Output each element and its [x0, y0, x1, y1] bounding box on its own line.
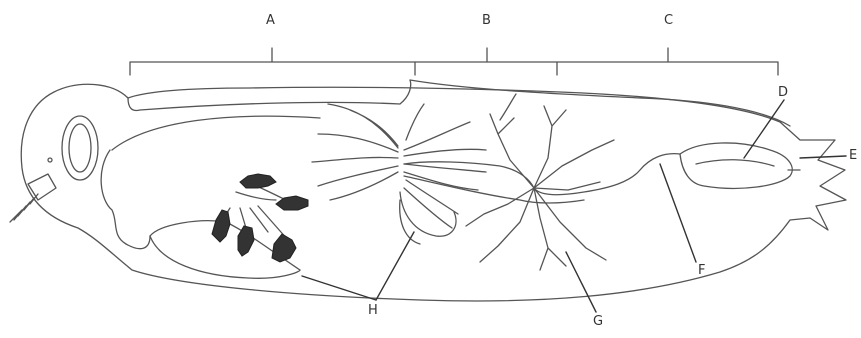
leader-e — [800, 156, 846, 158]
label-h: H — [368, 304, 378, 317]
label-e: E — [849, 149, 857, 162]
head-bristles — [10, 194, 38, 222]
label-f: F — [698, 264, 705, 277]
terminal-sac-inner — [696, 160, 774, 166]
bracket-b — [415, 48, 557, 75]
gonad-clusters — [212, 174, 308, 262]
right-branches — [404, 122, 486, 228]
left-branches — [312, 104, 424, 200]
eye-outer — [62, 116, 98, 180]
cluster-stalks — [220, 184, 298, 240]
dorsal-line — [128, 80, 790, 126]
cluster-1 — [240, 174, 276, 188]
label-c: C — [664, 14, 673, 27]
leader-g — [566, 252, 596, 312]
label-d: D — [778, 86, 788, 99]
middle-organ — [404, 154, 680, 203]
label-g: G — [593, 315, 603, 328]
body-outline — [21, 84, 846, 301]
nerve-fibers — [466, 106, 614, 270]
cluster-3 — [212, 210, 230, 242]
cluster-5 — [272, 234, 296, 262]
lower-hooks — [400, 192, 456, 244]
bracket-a — [130, 48, 415, 75]
terminal-sac — [680, 143, 792, 188]
leader-h1 — [376, 232, 414, 300]
leader-f — [660, 164, 696, 262]
bracket-c — [557, 48, 778, 75]
upper-branch-small — [500, 94, 516, 120]
leader-d — [744, 100, 784, 158]
label-b: B — [482, 14, 491, 27]
eye-inner — [69, 124, 91, 172]
label-a: A — [266, 14, 275, 27]
head-pore — [48, 158, 52, 162]
